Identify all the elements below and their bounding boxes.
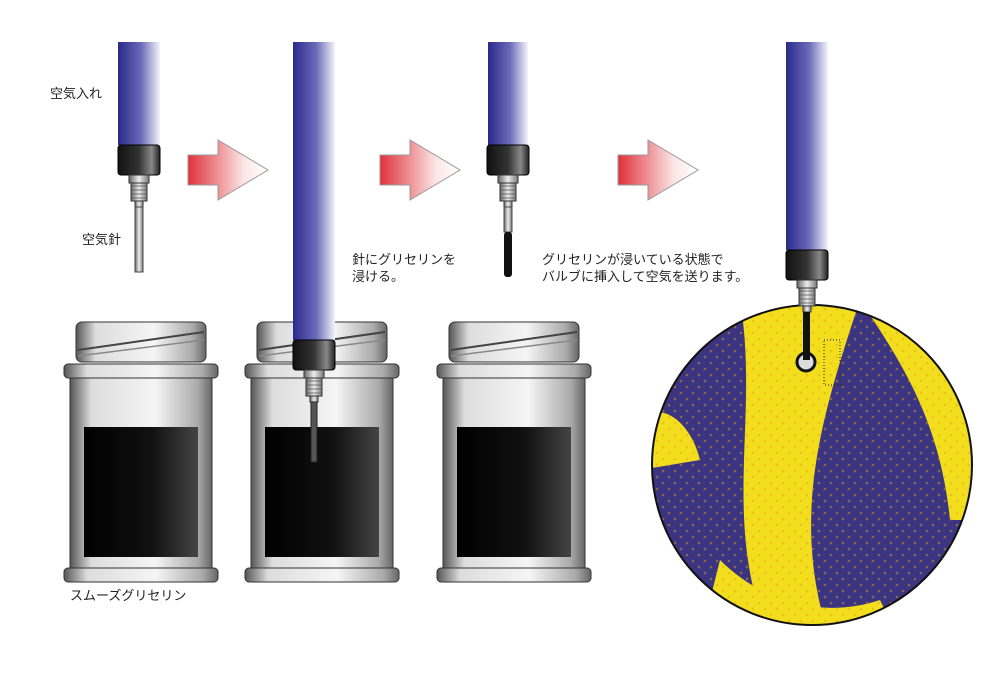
arrow-icon	[617, 139, 699, 201]
step2-label-line2: 浸ける。	[352, 270, 404, 285]
step2-pump	[292, 42, 336, 463]
glycerin-jar-1	[63, 321, 219, 583]
step1-pump	[117, 42, 161, 273]
step4-pump	[785, 42, 829, 360]
glycerin-jar-3	[436, 321, 592, 583]
step3-pump	[486, 42, 530, 277]
step2-label-line1: 針にグリセリンを	[352, 253, 456, 268]
step4-label-line2: バルブに挿入して空気を送ります。	[542, 269, 748, 285]
jar-label: スムーズグリセリン	[70, 588, 186, 604]
arrow-icon	[379, 139, 461, 201]
step4-label-line1: グリセリンが浸いている状態で	[542, 252, 724, 268]
needle-label: 空気針	[82, 232, 121, 248]
pump-label: 空気入れ	[50, 86, 102, 102]
arrow-icon	[187, 139, 269, 201]
volleyball	[651, 304, 973, 626]
